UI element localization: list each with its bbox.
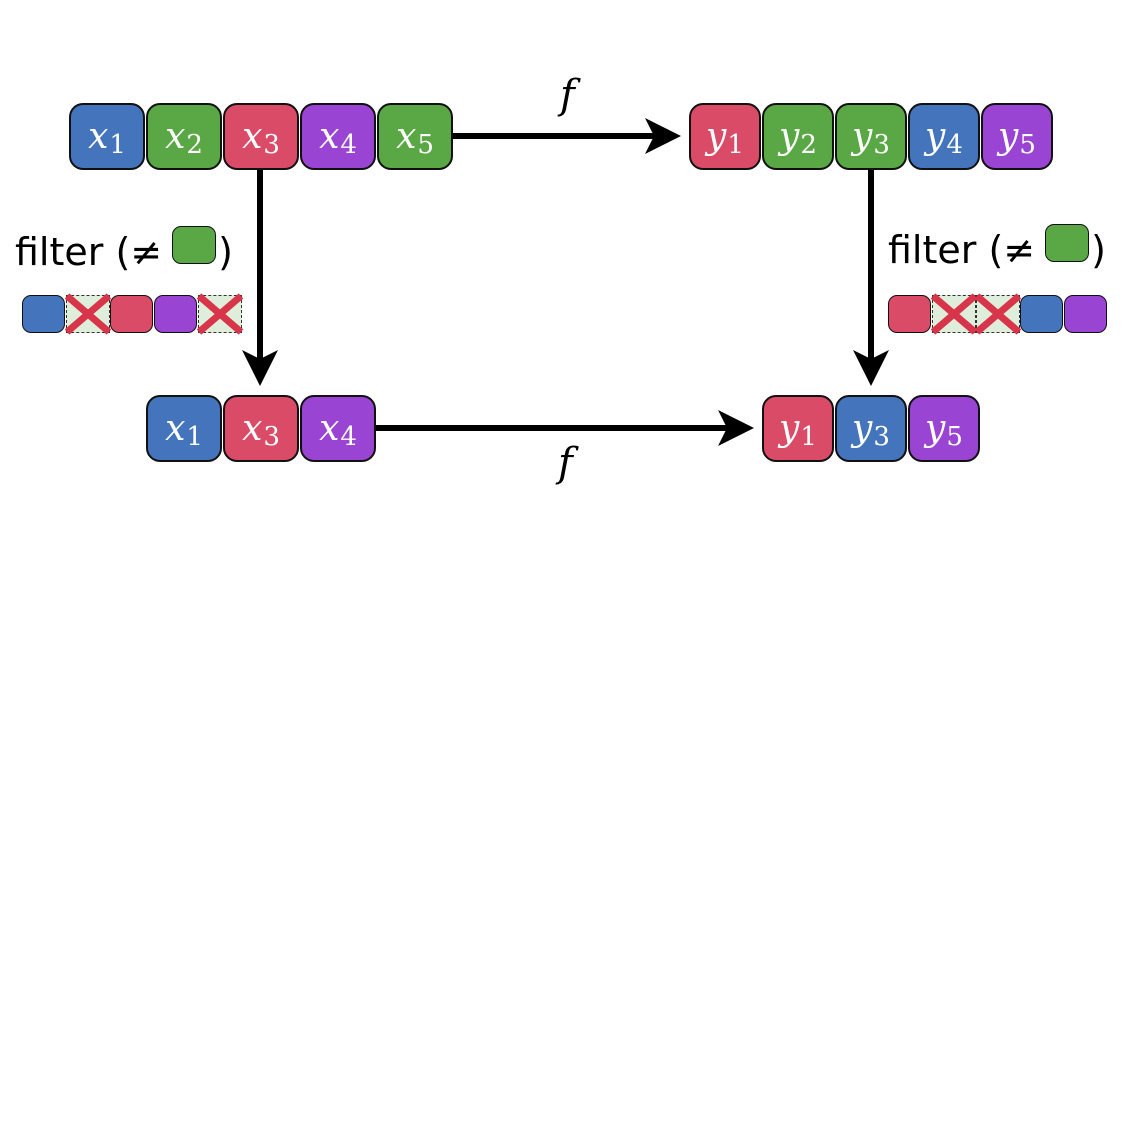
filter-text: filter (≠: [888, 228, 1036, 272]
subscript: 1: [109, 129, 126, 160]
strip-right-removed-item: [974, 293, 1022, 335]
variable: x: [396, 116, 417, 157]
subscript: 5: [946, 421, 963, 452]
subscript: 5: [1019, 129, 1036, 160]
variable: y: [706, 116, 727, 157]
variable: x: [319, 116, 340, 157]
filter-text: filter (≠: [15, 230, 163, 274]
variable: x: [319, 408, 340, 449]
strip-left-item-red: [110, 295, 153, 333]
strip-left-removed-item: [196, 293, 244, 335]
strip-left-item-purple: [154, 295, 197, 333]
variable: x: [242, 408, 263, 449]
strip-right-item-purple: [1064, 295, 1107, 333]
cross-icon: [64, 293, 112, 335]
filter-close: ): [218, 230, 233, 274]
subscript: 2: [186, 129, 203, 160]
cross-icon: [196, 293, 244, 335]
subscript: 3: [263, 129, 280, 160]
cross-icon: [974, 293, 1022, 335]
filter-label-left: filter (≠ ): [15, 226, 233, 278]
variable: x: [165, 408, 186, 449]
variable: y: [925, 116, 946, 157]
strip-right-removed-item: [930, 293, 978, 335]
variable: y: [852, 116, 873, 157]
subscript: 3: [263, 421, 280, 452]
strip-right-item-blue: [1020, 295, 1063, 333]
subscript: 3: [873, 421, 890, 452]
subscript: 1: [727, 129, 744, 160]
subscript: 3: [873, 129, 890, 160]
green-swatch: [1045, 224, 1090, 262]
subscript: 1: [800, 421, 817, 452]
variable: x: [165, 116, 186, 157]
variable: y: [779, 116, 800, 157]
green-swatch: [172, 226, 217, 264]
variable: y: [925, 408, 946, 449]
strip-left-removed-item: [64, 293, 112, 335]
strip-right-item-red: [888, 295, 931, 333]
arrow-top-label: f: [560, 72, 575, 118]
filter-label-right: filter (≠ ): [888, 224, 1106, 276]
variable: y: [852, 408, 873, 449]
variable: x: [242, 116, 263, 157]
subscript: 4: [340, 129, 357, 160]
subscript: 4: [946, 129, 963, 160]
arrow-bottom-label: f: [558, 440, 573, 486]
filter-close: ): [1091, 228, 1106, 272]
variable: x: [88, 116, 109, 157]
variable: y: [998, 116, 1019, 157]
subscript: 1: [186, 421, 203, 452]
subscript: 2: [800, 129, 817, 160]
subscript: 4: [340, 421, 357, 452]
subscript: 5: [417, 129, 434, 160]
strip-left-item-blue: [22, 295, 65, 333]
variable: y: [779, 408, 800, 449]
cross-icon: [930, 293, 978, 335]
